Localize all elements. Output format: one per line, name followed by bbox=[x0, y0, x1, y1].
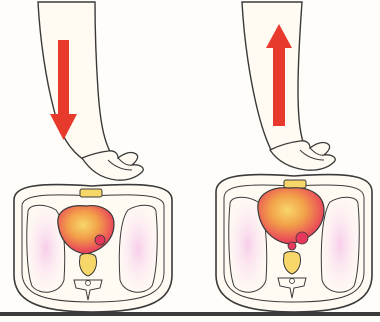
rescuer-hand-right bbox=[270, 141, 335, 170]
sternum-left bbox=[80, 189, 102, 197]
sternum-right bbox=[284, 180, 306, 188]
right-lung-left-panel bbox=[119, 205, 157, 292]
rescuer-hand-left bbox=[82, 151, 143, 180]
rescuer-arm-left bbox=[38, 2, 118, 162]
release-panel bbox=[216, 2, 372, 312]
compression-panel bbox=[14, 2, 172, 312]
right-lung-right-panel bbox=[321, 197, 359, 292]
floor-line bbox=[0, 312, 380, 316]
